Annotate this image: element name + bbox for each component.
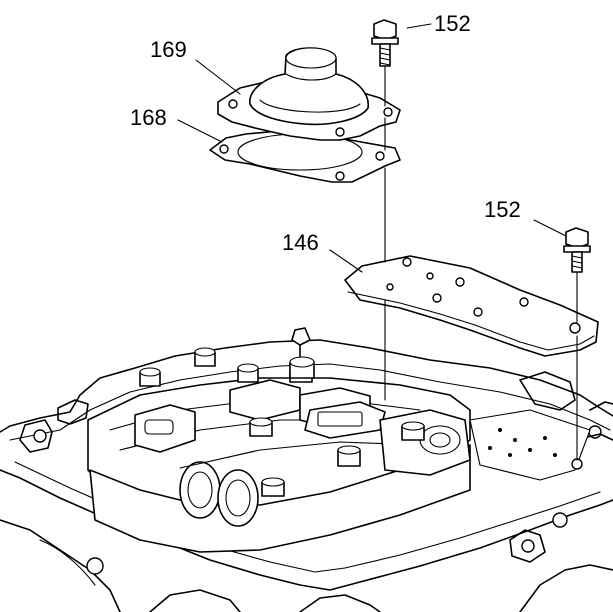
bolt-152-right	[563, 227, 591, 273]
bolt-152-top	[371, 19, 399, 67]
alignment-lines	[384, 65, 578, 461]
case-plate-with-holes	[469, 409, 591, 481]
callout-label-152-top: 152	[434, 11, 471, 36]
valve-body	[87, 377, 471, 553]
callout-label-146: 146	[282, 230, 319, 255]
callout-label-169: 169	[150, 37, 187, 62]
callout-leaders	[177, 23, 567, 273]
callout-label-168: 168	[130, 105, 167, 130]
gasket-168	[209, 129, 401, 183]
spacer-plate-146	[344, 255, 599, 357]
valve-body-bolts	[139, 327, 425, 497]
transmission-case	[0, 339, 613, 612]
accumulator-cover-169	[217, 47, 401, 141]
callout-label-152-right: 152	[484, 197, 521, 222]
